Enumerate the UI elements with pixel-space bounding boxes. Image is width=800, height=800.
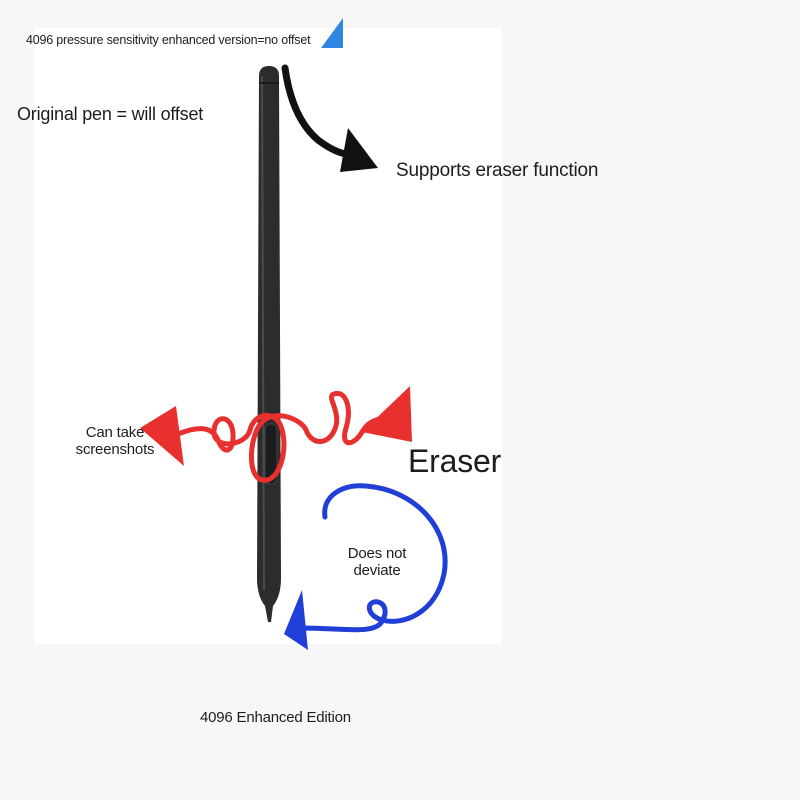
eraser-label: Eraser bbox=[408, 443, 502, 479]
does-not-deviate-label: Does not deviate bbox=[330, 545, 424, 580]
stylus-pen-icon bbox=[257, 66, 281, 622]
blue-loop-arrow-icon bbox=[284, 483, 448, 650]
top-note: 4096 pressure sensitivity enhanced versi… bbox=[26, 33, 311, 47]
red-loop-double-arrow-icon bbox=[140, 386, 412, 483]
screenshots-label-line2: screenshots bbox=[75, 441, 155, 459]
deviate-label-line2: deviate bbox=[353, 562, 401, 580]
deviate-label-line1: Does not bbox=[347, 545, 407, 562]
screenshots-label-line1: Can take bbox=[85, 424, 145, 441]
eraser-function-label: Supports eraser function bbox=[396, 160, 599, 181]
edition-caption: 4096 Enhanced Edition bbox=[200, 709, 351, 726]
original-pen-note: Original pen = will offset bbox=[17, 104, 204, 124]
black-curved-arrow-icon bbox=[281, 64, 378, 172]
blue-triangle-icon bbox=[321, 18, 343, 48]
screenshots-label: Can take screenshots bbox=[60, 424, 170, 459]
